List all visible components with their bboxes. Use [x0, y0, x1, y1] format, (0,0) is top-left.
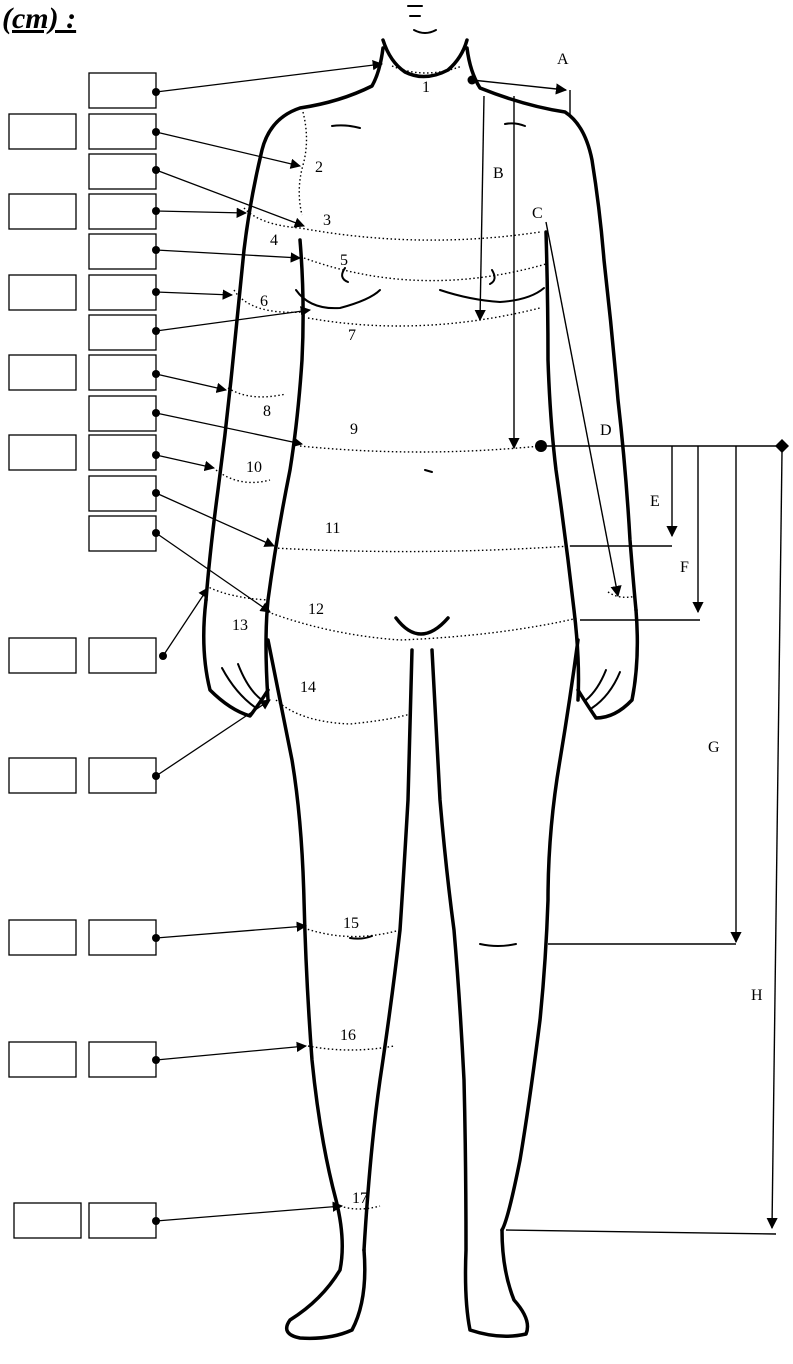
- girth-line-waist: [300, 446, 540, 452]
- answer-box[interactable]: [9, 275, 76, 310]
- girth-number-labels: 1 2 3 4 5 6 7 8 9 10 11 12 13 14 15 16 1…: [232, 79, 430, 1207]
- girth-label: 15: [343, 915, 359, 932]
- answer-box[interactable]: [9, 194, 76, 229]
- answer-box[interactable]: [89, 73, 156, 108]
- answer-box[interactable]: [89, 435, 156, 470]
- measure-label: C: [532, 205, 543, 222]
- girth-line-wrist-right: [608, 592, 636, 597]
- girth-label: 7: [348, 327, 356, 344]
- body-figure: [204, 6, 638, 1338]
- answer-box[interactable]: [89, 114, 156, 149]
- girth-line-underbust: [308, 308, 540, 326]
- answer-box[interactable]: [9, 920, 76, 955]
- girth-label: 12: [308, 601, 324, 618]
- answer-box[interactable]: [89, 638, 156, 673]
- mouth-mark: [414, 30, 436, 33]
- answer-box[interactable]: [9, 638, 76, 673]
- answer-box[interactable]: [9, 355, 76, 390]
- answer-box[interactable]: [89, 275, 156, 310]
- measure-label: F: [680, 559, 689, 576]
- answer-box[interactable]: [9, 435, 76, 470]
- page-title: (cm) :: [2, 2, 76, 35]
- girth-line-upper-arm: [234, 290, 302, 312]
- measure-label: G: [708, 739, 720, 756]
- measure-label: A: [557, 51, 569, 68]
- girth-line-hip-upper: [274, 546, 570, 552]
- girth-label: 14: [300, 679, 316, 696]
- answer-box[interactable]: [89, 1203, 156, 1238]
- girth-label: 8: [263, 403, 271, 420]
- nose-mark: [408, 6, 422, 16]
- answer-box[interactable]: [14, 1203, 81, 1238]
- girth-line-thigh: [276, 700, 410, 724]
- girth-label: 5: [340, 252, 348, 269]
- answer-box[interactable]: [89, 355, 156, 390]
- girth-label: 11: [325, 520, 340, 537]
- answer-box[interactable]: [89, 315, 156, 350]
- answer-box[interactable]: [89, 396, 156, 431]
- girth-label: 17: [352, 1190, 368, 1207]
- answer-box[interactable]: [9, 758, 76, 793]
- girth-label: 9: [350, 421, 358, 438]
- girth-label: 3: [323, 212, 331, 229]
- girth-line-bust-upper: [244, 208, 540, 240]
- girth-line-elbow: [228, 388, 286, 397]
- measure-arrow-h: [772, 452, 782, 1228]
- girth-line-wrist: [206, 586, 268, 600]
- measure-arrow-a: [472, 80, 566, 90]
- girth-label: 2: [315, 159, 323, 176]
- answer-box[interactable]: [89, 758, 156, 793]
- girth-label: 16: [340, 1027, 356, 1044]
- answer-box[interactable]: [9, 1042, 76, 1077]
- girth-label: 13: [232, 617, 248, 634]
- girth-line-calf: [308, 1046, 394, 1050]
- answer-box[interactable]: [89, 476, 156, 511]
- answer-box[interactable]: [9, 114, 76, 149]
- answer-box[interactable]: [89, 516, 156, 551]
- measure-label: E: [650, 493, 660, 510]
- girth-label: 1: [422, 79, 430, 96]
- measure-label: H: [751, 987, 763, 1004]
- answer-box[interactable]: [89, 1042, 156, 1077]
- girth-label: 10: [246, 459, 262, 476]
- girth-label: 6: [260, 293, 268, 310]
- answer-box[interactable]: [89, 920, 156, 955]
- measure-label: D: [600, 422, 612, 439]
- girth-line-shoulder: [299, 112, 306, 215]
- answer-boxes: [9, 64, 382, 1238]
- answer-box[interactable]: [89, 194, 156, 229]
- measure-label: B: [493, 165, 504, 182]
- length-measurements: A B C D E F G H: [468, 51, 790, 1234]
- answer-box[interactable]: [89, 234, 156, 269]
- girth-label: 4: [270, 232, 278, 249]
- measure-arrow-b: [480, 96, 484, 320]
- answer-box[interactable]: [89, 154, 156, 189]
